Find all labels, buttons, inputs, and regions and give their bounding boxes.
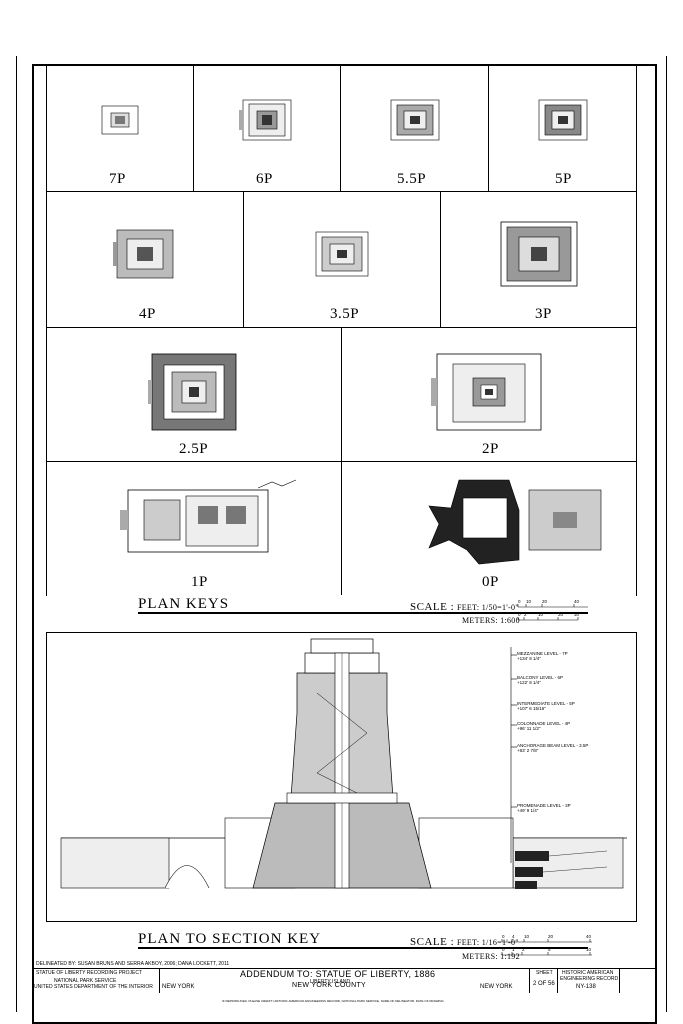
plan-label: 2.5P bbox=[179, 441, 209, 457]
plan-label: 6P bbox=[256, 171, 273, 187]
title-block-agency: STATUE OF LIBERTY RECORDING PROJECT NATI… bbox=[32, 969, 160, 993]
plan-cell-6p[interactable]: 6P bbox=[194, 65, 341, 192]
plan-label: 1P bbox=[191, 574, 208, 590]
plan-cell-2-5p[interactable]: 2.5P bbox=[47, 328, 342, 462]
scale-tick: 5 bbox=[548, 947, 551, 952]
section-drawing-frame: MEZZANINE LEVEL - 7P+134' 8 1/4" BALCONY… bbox=[46, 632, 637, 922]
title-block-index bbox=[620, 969, 657, 993]
title-block-sheet: SHEET 2 OF 56 bbox=[530, 969, 558, 993]
county: NEW YORK COUNTY bbox=[292, 982, 366, 989]
scale-tick: 20 bbox=[558, 612, 564, 617]
plan-label: 5P bbox=[555, 171, 572, 187]
sheet-number: 2 OF 56 bbox=[533, 981, 555, 987]
scale-tick: 10 bbox=[586, 947, 592, 952]
location: LIBERTY ISLAND bbox=[310, 979, 351, 985]
scale-tick: 0 bbox=[502, 934, 505, 939]
state-right: NEW YORK bbox=[480, 984, 513, 990]
plan-label: 0P bbox=[482, 574, 499, 590]
scale-label: SCALE : bbox=[410, 601, 455, 613]
plan-label: 5.5P bbox=[397, 171, 427, 187]
scale-meters: METERS: 1:192 bbox=[462, 952, 520, 961]
scale-tick: 10 bbox=[524, 934, 530, 939]
scale-tick: 30 bbox=[574, 612, 580, 617]
section-drawing bbox=[60, 638, 627, 889]
scale-tick: 4 bbox=[512, 934, 515, 939]
credit-footer: IF REPRODUCED, PLEASE CREDIT: HISTORIC A… bbox=[222, 999, 444, 1003]
scale-tick: 1 bbox=[512, 947, 515, 952]
plan-cell-7p[interactable]: 7P bbox=[47, 65, 194, 192]
plan-cell-5p[interactable]: 5P bbox=[489, 65, 637, 192]
plan-label: 3P bbox=[535, 306, 552, 322]
level-label: COLONNADE LEVEL - 4P+96' 11 1/2" bbox=[517, 721, 571, 731]
scale-tick: 0 bbox=[518, 599, 521, 604]
scale-tick: 40 bbox=[574, 599, 580, 604]
plan-label: 7P bbox=[109, 171, 126, 187]
level-label: PROMENADE LEVEL - 3P+49' 9 1/4" bbox=[517, 803, 571, 813]
plan-keys-title: PLAN KEYS bbox=[138, 596, 230, 612]
scale-tick: 0 bbox=[518, 612, 521, 617]
scale-tick: 20 bbox=[548, 934, 554, 939]
scale-tick: 40 bbox=[586, 934, 592, 939]
scale-bar-meters: 0 2 10 20 30 bbox=[517, 612, 580, 621]
level-label: BALCONY LEVEL - 6P+122' 8 1/4" bbox=[517, 675, 564, 685]
drawing-title: ADDENDUM TO: STATUE OF LIBERTY, 1886 bbox=[240, 969, 436, 979]
plan-cell-4p[interactable]: 4P bbox=[47, 192, 244, 328]
scale-feet: FEET: 1/50=1'-0" bbox=[457, 603, 519, 612]
scale-bar-meters: 0 1 2 5 10 bbox=[501, 947, 592, 956]
record-number: NY-138 bbox=[576, 984, 596, 990]
plan-cell-2p[interactable]: 2P bbox=[342, 328, 637, 462]
delineated-by: DELINEATED BY: SUSAN BRUNS AND SERRA AKB… bbox=[36, 961, 230, 967]
scale-bar-feet: 0 10 20 40 bbox=[517, 599, 588, 608]
sheet-label: SHEET bbox=[536, 970, 553, 976]
sheet-outer-border bbox=[16, 56, 667, 1012]
scale-feet: FEET: 1/16=1'-0" bbox=[457, 938, 519, 947]
scale-tick: 2 bbox=[524, 612, 527, 617]
plan-label: 2P bbox=[482, 441, 499, 457]
record-type: HISTORIC AMERICAN bbox=[562, 970, 614, 976]
title-block: STATUE OF LIBERTY RECORDING PROJECT NATI… bbox=[32, 968, 657, 1012]
title-block-main: NEW YORK ADDENDUM TO: STATUE OF LIBERTY,… bbox=[160, 969, 530, 993]
plan-label: 4P bbox=[139, 306, 156, 322]
sheet-inner-border bbox=[32, 64, 657, 1024]
level-label: ANCHORAGE BEAM LEVEL - 3.5P+83' 2 7/8" bbox=[517, 743, 589, 753]
scale-tick: 10 bbox=[526, 599, 532, 604]
plan-cell-1p[interactable]: 1P bbox=[47, 462, 342, 595]
scale-tick: 10 bbox=[538, 612, 544, 617]
scale-tick: 2 bbox=[522, 947, 525, 952]
agency-dept: UNITED STATES DEPARTMENT OF THE INTERIOR bbox=[34, 984, 153, 990]
scale-tick: 0 bbox=[502, 947, 505, 952]
plan-cell-0p[interactable]: 0P bbox=[342, 462, 637, 595]
scale-bar-feet: 0 4 10 20 40 bbox=[501, 934, 592, 943]
scale-label: SCALE : bbox=[410, 936, 455, 948]
record-type-2: ENGINEERING RECORD bbox=[560, 976, 619, 982]
section-title: PLAN TO SECTION KEY bbox=[138, 931, 322, 947]
level-label: INTERMEDIATE LEVEL - 5P+107' 6 15/16" bbox=[517, 701, 575, 711]
plan-keys-underline bbox=[138, 612, 588, 614]
project-name: STATUE OF LIBERTY RECORDING PROJECT bbox=[36, 970, 143, 976]
agency-name: NATIONAL PARK SERVICE bbox=[54, 978, 117, 984]
section-underline bbox=[138, 947, 588, 949]
scale-meters: METERS: 1:600 bbox=[462, 616, 520, 625]
scale-tick: 20 bbox=[542, 599, 548, 604]
title-block-record: HISTORIC AMERICAN ENGINEERING RECORD NY-… bbox=[558, 969, 620, 993]
plan-cell-3p[interactable]: 3P bbox=[441, 192, 637, 328]
plan-cell-3-5p[interactable]: 3.5P bbox=[244, 192, 441, 328]
plan-keys-grid: 7P 6P 5.5P 5P bbox=[46, 64, 637, 596]
state-left: NEW YORK bbox=[162, 984, 195, 990]
plan-cell-5-5p[interactable]: 5.5P bbox=[341, 65, 489, 192]
level-label: MEZZANINE LEVEL - 7P+134' 8 1/4" bbox=[517, 651, 568, 661]
plan-label: 3.5P bbox=[330, 306, 360, 322]
